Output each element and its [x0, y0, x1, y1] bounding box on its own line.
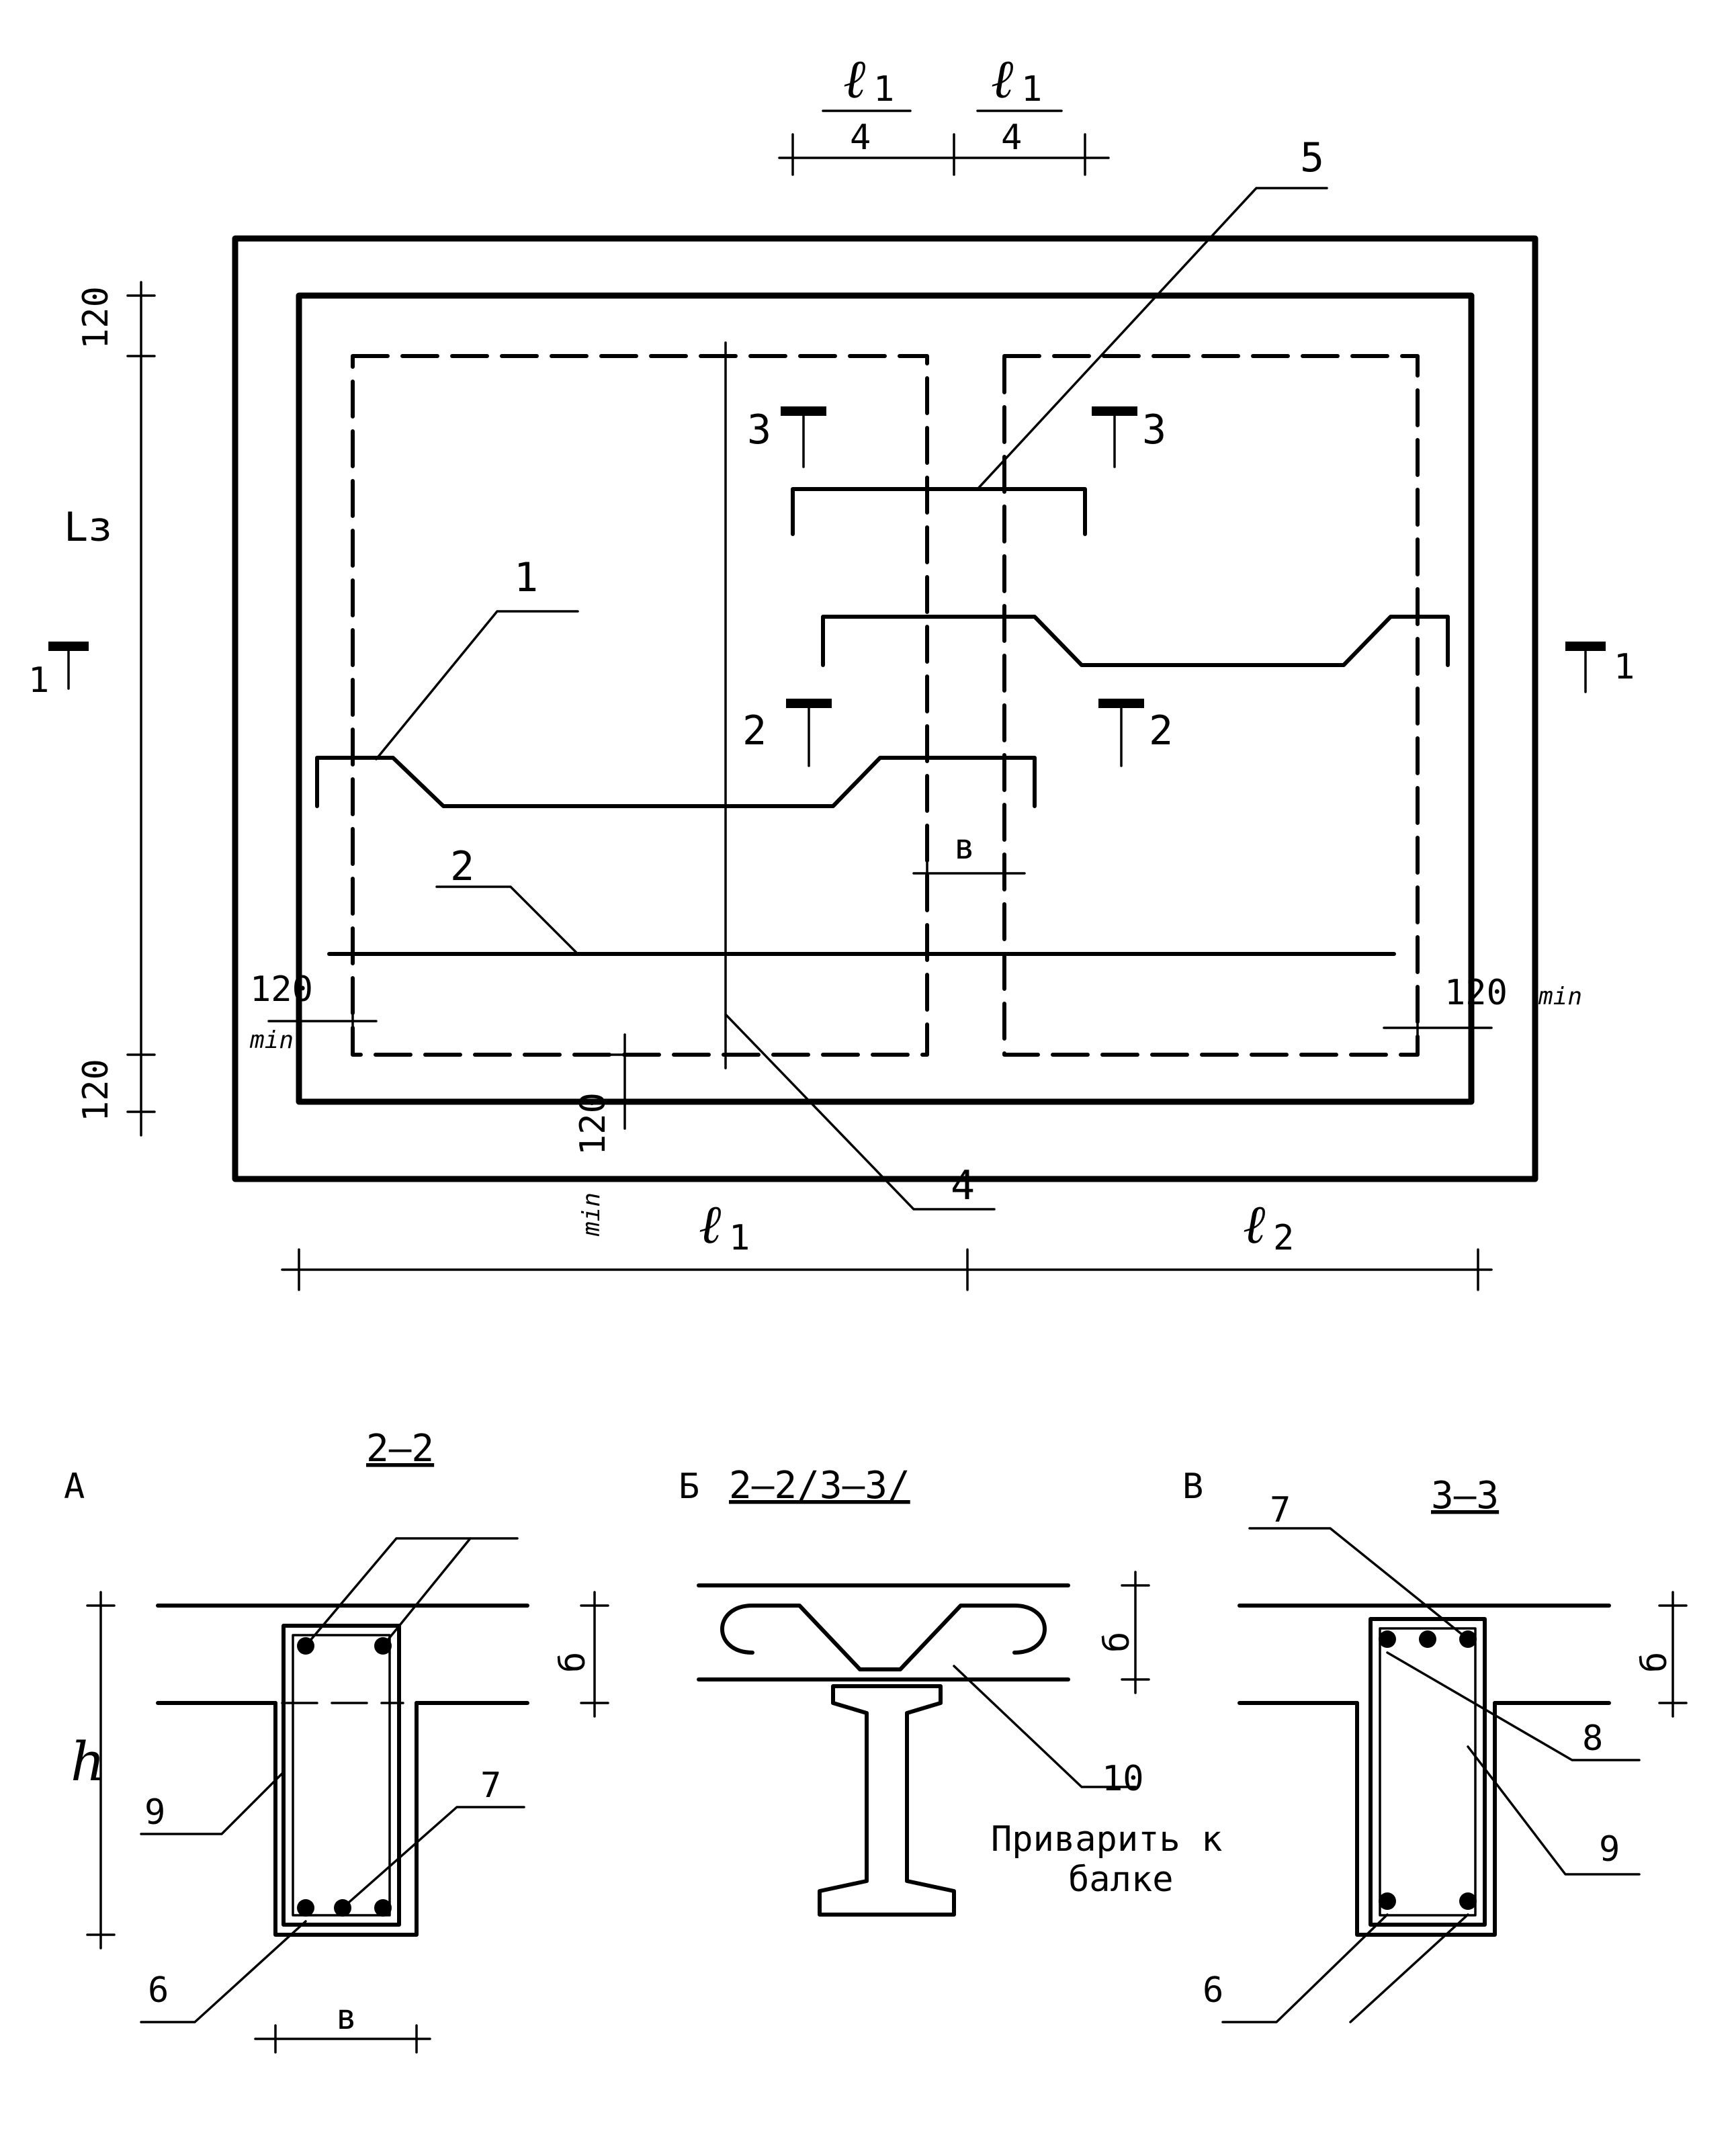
svg-text:9: 9 — [144, 1792, 165, 1833]
svg-text:2–2/3–3/: 2–2/3–3/ — [729, 1464, 910, 1507]
svg-text:ℓ: ℓ — [843, 48, 865, 110]
bottom-dimension: ℓ 1 ℓ 2 — [281, 1193, 1493, 1291]
section-mark-1-right: 1 — [1565, 642, 1635, 693]
svg-text:б: б — [1635, 1652, 1675, 1673]
svg-text:7: 7 — [1270, 1490, 1291, 1530]
svg-text:min: min — [578, 1192, 605, 1237]
svg-text:10: 10 — [1102, 1759, 1144, 1799]
svg-text:б: б — [1097, 1632, 1137, 1653]
svg-text:В: В — [1182, 1467, 1203, 1507]
slab-outline — [232, 235, 1538, 1182]
section-a: А 2–2 h б в — [64, 1427, 609, 2054]
bar-1-right — [821, 615, 1450, 667]
svg-text:ℓ: ℓ — [699, 1193, 721, 1256]
svg-text:1: 1 — [729, 1218, 750, 1258]
section-b: Б 2–2/3–3/ б 10 Приварить к балке — [679, 1464, 1222, 1917]
svg-text:А: А — [64, 1467, 85, 1507]
section-mark-1-left: 1 — [28, 642, 89, 701]
section-mark-2-right: 2 — [1098, 699, 1173, 767]
svg-text:3: 3 — [747, 406, 771, 453]
svg-text:min: min — [1538, 983, 1582, 1010]
svg-text:6: 6 — [1203, 1970, 1223, 2011]
svg-text:120: 120 — [76, 1059, 116, 1122]
plan-view: 1 1 3 3 2 2 — [28, 48, 1635, 1291]
svg-text:6: 6 — [148, 1970, 169, 2011]
svg-text:3–3: 3–3 — [1431, 1474, 1499, 1518]
right-panel-dashed — [1002, 354, 1420, 1057]
left-panel-dashed — [351, 354, 929, 1057]
svg-text:2–2: 2–2 — [366, 1427, 434, 1471]
svg-text:в: в — [336, 1997, 357, 2038]
svg-text:б: б — [553, 1652, 593, 1673]
svg-text:в: в — [954, 827, 975, 867]
callout-4: 4 — [951, 1162, 975, 1209]
svg-text:min: min — [249, 1026, 294, 1054]
svg-text:1: 1 — [873, 69, 894, 110]
svg-text:Б: Б — [679, 1467, 699, 1507]
callout-5: 5 — [1300, 134, 1324, 181]
svg-text:4: 4 — [1001, 118, 1022, 158]
leader-5 — [976, 187, 1328, 490]
svg-text:8: 8 — [1582, 1718, 1603, 1759]
inner-dimensions: 120 min 120 min 120 min в — [249, 827, 1582, 1237]
leader-1 — [375, 610, 579, 760]
callout-2: 2 — [450, 843, 474, 890]
svg-text:Lз: Lз — [64, 504, 112, 551]
left-dimension: 120 120 Lз — [64, 281, 156, 1137]
svg-text:120: 120 — [1444, 973, 1508, 1013]
section-mark-2-left: 2 — [742, 699, 832, 767]
section-mark-3-right: 3 — [1092, 406, 1166, 468]
section-v: В 3–3 б 7 8 9 6 — [1182, 1467, 1688, 2023]
leader-2 — [435, 885, 579, 955]
svg-text:Приварить к: Приварить к — [991, 1819, 1222, 1860]
svg-text:1: 1 — [1021, 69, 1042, 110]
svg-text:7: 7 — [480, 1765, 501, 1806]
svg-text:1: 1 — [1614, 647, 1635, 687]
svg-text:120: 120 — [573, 1092, 613, 1155]
top-dimension: ℓ 1 ℓ 1 4 4 — [778, 48, 1110, 176]
bar-5 — [791, 487, 1087, 536]
callout-1: 1 — [514, 554, 538, 601]
svg-text:120: 120 — [250, 969, 313, 1010]
svg-text:120: 120 — [76, 286, 116, 349]
svg-text:1: 1 — [28, 660, 49, 701]
svg-text:2: 2 — [1273, 1218, 1294, 1258]
svg-text:9: 9 — [1599, 1829, 1620, 1870]
svg-text:2: 2 — [742, 707, 767, 754]
wall-inner-outline — [296, 292, 1475, 1105]
svg-text:2: 2 — [1149, 707, 1173, 754]
bar-1-left — [315, 756, 1037, 808]
svg-text:ℓ: ℓ — [991, 48, 1013, 110]
svg-text:балке: балке — [1068, 1860, 1174, 1900]
section-mark-3-left: 3 — [747, 406, 826, 468]
svg-text:ℓ: ℓ — [1243, 1193, 1265, 1256]
svg-text:3: 3 — [1142, 406, 1166, 453]
leader-4 — [724, 1013, 996, 1211]
svg-text:4: 4 — [850, 118, 871, 158]
svg-text:h: h — [71, 1731, 105, 1793]
